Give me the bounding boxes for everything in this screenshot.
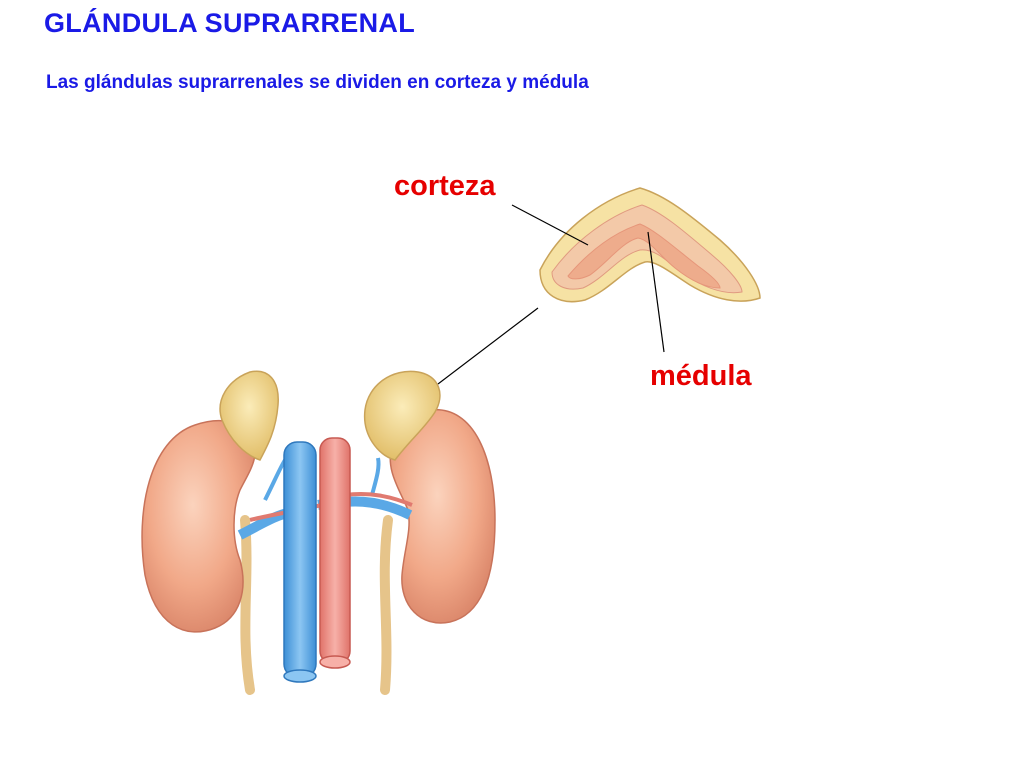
- label-medula: médula: [650, 360, 752, 392]
- page-subtitle: Las glándulas suprarrenales se dividen e…: [46, 72, 589, 93]
- right-adrenal-gland: [363, 370, 441, 461]
- left-ureter: [240, 515, 255, 695]
- label-corteza: corteza: [394, 170, 496, 202]
- page-title: GLÁNDULA SUPRARRENAL: [44, 8, 415, 38]
- left-adrenal-gland: [219, 370, 279, 461]
- aorta: [319, 437, 351, 664]
- left-kidney: [141, 419, 256, 633]
- leader-lines: [437, 204, 665, 385]
- inferior-vena-cava: [283, 441, 317, 678]
- right-ureter: [379, 515, 393, 695]
